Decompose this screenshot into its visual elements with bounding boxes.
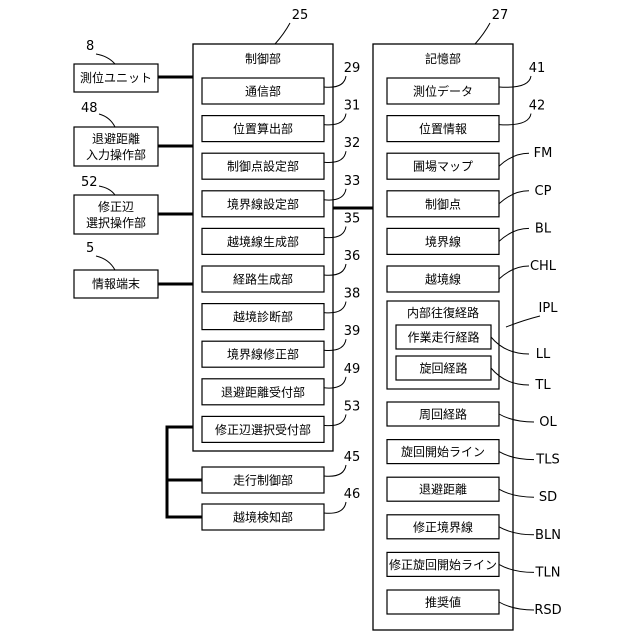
positioning-unit-ref: 8 bbox=[86, 39, 94, 54]
control-item-6-ref: 36 bbox=[344, 249, 361, 264]
storage-unit: 記憶部 27 測位データ 41 位置情報 42 圃場マップ FM 制御点 CP 境界線 BL 越境線… bbox=[373, 8, 562, 630]
group-item-2-label: 旋回経路 bbox=[419, 361, 467, 376]
control-unit-leader bbox=[275, 23, 290, 44]
storage-item-3-ref: FM bbox=[534, 146, 553, 161]
external-info-terminal: 情報端末 5 bbox=[74, 241, 158, 298]
retreat-input-ref: 48 bbox=[81, 101, 98, 116]
internal-route-title: 内部往復経路 bbox=[407, 305, 479, 320]
lower-item-1-leader bbox=[324, 465, 346, 476]
group-item-1-ref: LL bbox=[536, 347, 551, 362]
storage-item-8-ref: TLS bbox=[535, 453, 559, 468]
internal-route-group: 内部往復経路 IPL 作業走行経路 LL 旋回経路 TL bbox=[387, 301, 558, 393]
lower-item-1-ref: 45 bbox=[344, 450, 361, 465]
control-item-4-label: 境界線設定部 bbox=[227, 196, 299, 211]
lower-item-2-label: 越境検知部 bbox=[233, 510, 293, 525]
info-terminal-ref: 5 bbox=[86, 241, 94, 256]
edge-select-input-label-line2: 選択操作部 bbox=[86, 215, 146, 230]
storage-item-5-ref: BL bbox=[535, 221, 552, 236]
control-item-2-ref: 31 bbox=[344, 99, 361, 114]
control-item-9-label: 退避距離受付部 bbox=[221, 384, 305, 399]
storage-item-2-label: 位置情報 bbox=[419, 121, 467, 136]
storage-item-12-ref: RSD bbox=[534, 603, 561, 618]
lower-item-1: 走行制御部 45 bbox=[202, 450, 360, 493]
storage-item-9: 退避距離 SD bbox=[387, 477, 557, 505]
storage-item-10-ref: BLN bbox=[535, 528, 561, 543]
control-item-10-label: 修正辺選択受付部 bbox=[215, 422, 311, 437]
storage-item-12: 推奨値 RSD bbox=[387, 590, 562, 618]
control-item-8-ref: 39 bbox=[344, 324, 361, 339]
external-edge-select-input: 修正辺 選択操作部 52 bbox=[74, 175, 158, 234]
storage-item-7: 周回経路 OL bbox=[387, 402, 557, 430]
storage-unit-leader bbox=[475, 23, 490, 44]
edge-select-input-ref: 52 bbox=[81, 175, 98, 190]
storage-item-1-ref: 41 bbox=[529, 61, 546, 76]
edge-select-input-label-line1: 修正辺 bbox=[98, 199, 134, 214]
external-retreat-input: 退避距離 入力操作部 48 bbox=[74, 101, 158, 166]
retreat-input-leader bbox=[99, 114, 115, 127]
storage-item-12-label: 推奨値 bbox=[425, 595, 461, 610]
storage-item-10-label: 修正境界線 bbox=[413, 519, 473, 534]
control-item-6-label: 経路生成部 bbox=[233, 272, 293, 287]
control-item-7-label: 越境診断部 bbox=[233, 309, 293, 324]
lower-item-1-label: 走行制御部 bbox=[233, 473, 293, 488]
storage-item-9-label: 退避距離 bbox=[419, 483, 467, 497]
control-item-10-ref: 53 bbox=[344, 399, 361, 414]
storage-item-8: 旋回開始ライン TLS bbox=[387, 440, 560, 468]
control-item-5-label: 越境線生成部 bbox=[227, 234, 299, 249]
edge-select-input-leader bbox=[99, 186, 115, 195]
storage-item-2-ref: 42 bbox=[529, 99, 546, 114]
lower-item-2-leader bbox=[324, 502, 346, 513]
positioning-unit-leader bbox=[96, 54, 115, 64]
control-item-3-ref: 32 bbox=[344, 136, 361, 151]
storage-unit-title: 記憶部 bbox=[425, 51, 461, 66]
storage-item-8-label: 旋回開始ライン bbox=[401, 445, 485, 459]
control-item-5-ref: 35 bbox=[344, 211, 361, 226]
storage-item-7-ref: OL bbox=[539, 415, 557, 430]
group-item-2-ref: TL bbox=[534, 378, 551, 393]
external-positioning-unit: 測位ユニット 8 bbox=[74, 39, 158, 92]
control-unit-title: 制御部 bbox=[245, 51, 281, 66]
storage-item-6-ref: CHL bbox=[530, 259, 557, 274]
info-terminal-label: 情報端末 bbox=[92, 277, 140, 291]
storage-item-11-ref: TLN bbox=[535, 565, 561, 580]
positioning-unit-label: 測位ユニット bbox=[80, 70, 152, 85]
storage-item-4-label: 制御点 bbox=[425, 196, 461, 211]
storage-item-11: 修正旋回開始ライン TLN bbox=[387, 552, 560, 580]
storage-item-1-label: 測位データ bbox=[413, 84, 473, 99]
storage-unit-ref: 27 bbox=[492, 8, 509, 23]
control-item-1-ref: 29 bbox=[344, 61, 361, 76]
retreat-input-label-line1: 退避距離 bbox=[92, 132, 140, 146]
storage-item-10: 修正境界線 BLN bbox=[387, 515, 561, 543]
storage-item-5-label: 境界線 bbox=[425, 234, 461, 249]
control-item-9-ref: 49 bbox=[344, 362, 361, 377]
retreat-input-label-line2: 入力操作部 bbox=[86, 147, 146, 162]
control-unit-items: 通信部 29 位置算出部 31 制御点設定部 32 境界線設定部 33 越境線生成部 35 経路生成… bbox=[202, 61, 360, 442]
control-unit-ref: 25 bbox=[292, 8, 309, 23]
internal-route-ref: IPL bbox=[539, 301, 559, 316]
lower-item-2-ref: 46 bbox=[344, 487, 361, 502]
storage-item-7-label: 周回経路 bbox=[419, 407, 467, 422]
control-item-3-label: 制御点設定部 bbox=[227, 159, 299, 174]
control-item-7-ref: 38 bbox=[344, 287, 361, 302]
storage-item-3-label: 圃場マップ bbox=[413, 160, 473, 174]
control-unit: 制御部 25 通信部 29 位置算出部 31 制御点設定部 32 境界線設定部 33 越境線生成… bbox=[193, 8, 360, 451]
info-terminal-leader bbox=[96, 256, 115, 270]
storage-item-4-ref: CP bbox=[535, 184, 552, 199]
control-item-1-label: 通信部 bbox=[245, 84, 281, 99]
storage-item-6-label: 越境線 bbox=[425, 272, 461, 287]
storage-item-11-label: 修正旋回開始ライン bbox=[389, 557, 497, 572]
lower-control-items: 走行制御部 45 越境検知部 46 bbox=[202, 450, 360, 530]
storage-item-9-ref: SD bbox=[539, 490, 557, 505]
group-item-1-label: 作業走行経路 bbox=[407, 330, 479, 345]
control-item-2-label: 位置算出部 bbox=[233, 121, 293, 136]
control-item-4-ref: 33 bbox=[344, 174, 361, 189]
control-item-8-label: 境界線修正部 bbox=[227, 347, 299, 362]
